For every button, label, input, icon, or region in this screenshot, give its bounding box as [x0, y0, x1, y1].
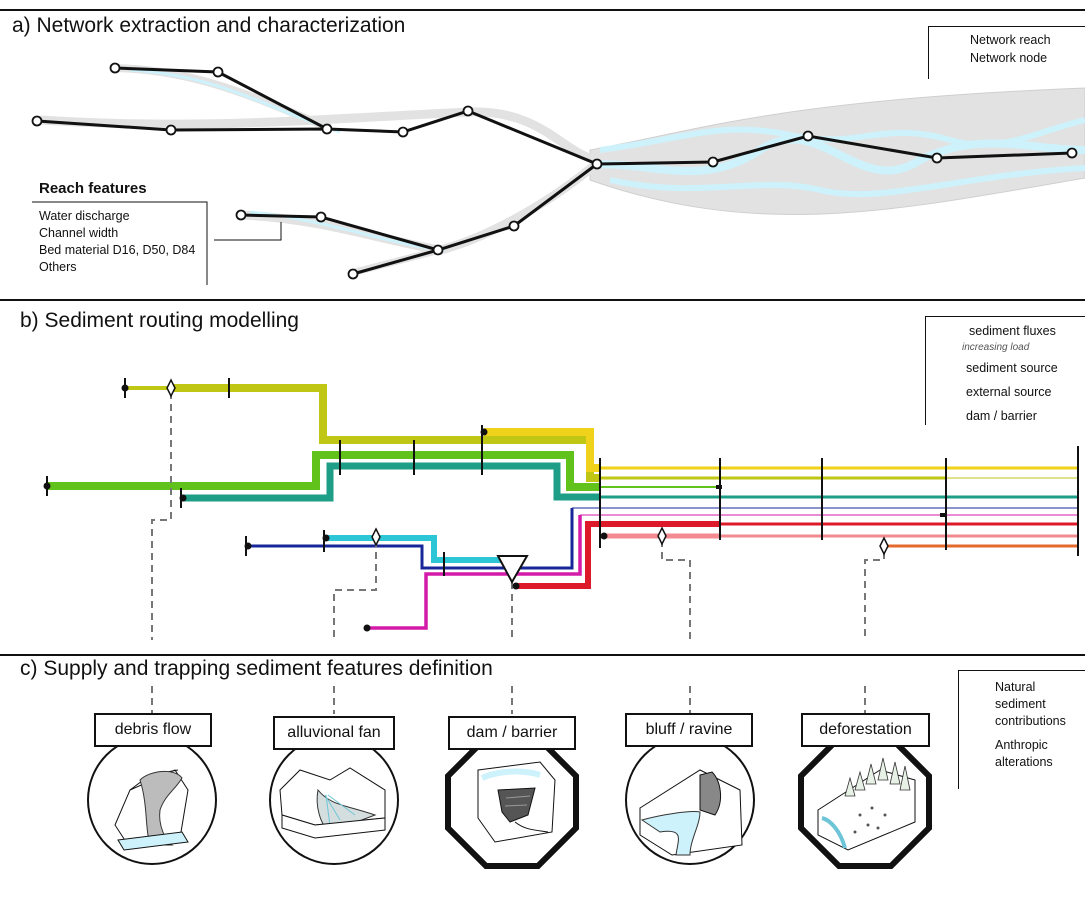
sediment-source-dot [322, 534, 330, 542]
legend-natural-line: contributions [995, 714, 1066, 728]
reach-features-title: Reach features [39, 180, 147, 197]
legend-increasing-load: increasing load [962, 342, 1030, 353]
panel-a-top-rule [0, 9, 1085, 11]
sediment-source-dot [480, 428, 488, 436]
sediment-source-dot [179, 494, 187, 502]
feature-label-alluvial-fan: alluvional fan [273, 716, 395, 750]
feature-label-debris-flow: debris flow [94, 713, 212, 747]
network-node [212, 66, 224, 78]
network-node [235, 209, 247, 221]
sediment-source-dot [512, 582, 520, 590]
legend-sediment-fluxes: sediment fluxes [969, 324, 1056, 338]
sediment-source-dot [600, 532, 608, 540]
network-node [321, 123, 333, 135]
river-planform [39, 64, 1085, 276]
legend-external-source: external source [966, 385, 1052, 399]
routing-schematic [46, 378, 1079, 714]
panel-b-top-rule [0, 299, 1085, 301]
network-node [1066, 147, 1078, 159]
network-node [707, 156, 719, 168]
dam-barrier-illustration [445, 735, 579, 869]
external-source-diamond [879, 536, 889, 556]
network-nodes [31, 62, 1078, 280]
panel-c-top-rule [0, 654, 1085, 656]
panel-a-title: a) Network extraction and characterizati… [12, 14, 406, 37]
network-node [397, 126, 409, 138]
network-node [109, 62, 121, 74]
legend-network-reach: Network reach [970, 33, 1051, 47]
reach-feature-item: Channel width [39, 226, 119, 240]
legend-dam-barrier: dam / barrier [966, 409, 1037, 423]
legend-anthropic-line: alterations [995, 755, 1053, 769]
reach-feature-item: Bed material D16, D50, D84 [39, 243, 196, 257]
network-node [462, 105, 474, 117]
legend-anthropic-alterations: Anthropic alterations [995, 737, 1053, 771]
deforestation-illustration [798, 735, 932, 869]
external-source-diamond [166, 378, 176, 398]
network-node [347, 268, 359, 280]
alluvial-fan-illustration [269, 735, 399, 865]
legend-natural-contributions: Natural sediment contributions [995, 679, 1066, 730]
external-source-diamond [371, 527, 381, 547]
network-node [315, 211, 327, 223]
feature-label-bluff-ravine: bluff / ravine [625, 713, 753, 747]
network-node [591, 158, 603, 170]
network-node [931, 152, 943, 164]
panel-c-title: c) Supply and trapping sediment features… [20, 657, 493, 680]
feature-label-dam-barrier: dam / barrier [448, 716, 576, 750]
legend-natural-line: Natural [995, 680, 1036, 694]
legend-anthropic-line: Anthropic [995, 738, 1048, 752]
dam-triangle [496, 555, 529, 585]
external-sources [166, 378, 889, 556]
external-source-diamond [657, 526, 667, 546]
sediment-sources [43, 384, 608, 632]
legend-a-box [928, 26, 1085, 79]
legend-c-box [958, 670, 1085, 789]
debris-flow-illustration [87, 735, 217, 865]
legend-sediment-source: sediment source [966, 361, 1058, 375]
network-node [165, 124, 177, 136]
feature-label-deforestation: deforestation [801, 713, 930, 747]
legend-b-box [925, 316, 1085, 425]
network-node [31, 115, 43, 127]
sediment-source-dot [244, 542, 252, 550]
panel-b-title: b) Sediment routing modelling [20, 309, 299, 332]
legend-network-node: Network node [970, 51, 1048, 65]
sediment-source-dot [121, 384, 129, 392]
reach-feature-item: Others [39, 260, 77, 274]
legend-natural-line: sediment [995, 697, 1046, 711]
reach-features-bracket [32, 201, 282, 285]
sediment-source-dot [43, 482, 51, 490]
bluff-ravine-illustration [625, 735, 755, 865]
network-node [508, 220, 520, 232]
network-node [802, 130, 814, 142]
sediment-source-dot [363, 624, 371, 632]
reach-feature-item: Water discharge [39, 209, 130, 223]
network-node [432, 244, 444, 256]
